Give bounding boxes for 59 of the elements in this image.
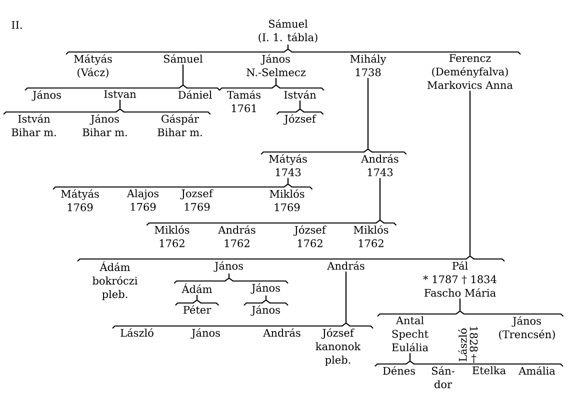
brace-connector [174,273,288,284]
person-label: János [250,283,280,294]
brace-connector [3,100,211,115]
brace-connector [377,298,564,317]
brace-connector [276,100,324,115]
person-label: József 1762 [293,225,326,248]
person-label: András 1743 [361,154,398,176]
person-label: András [263,328,300,337]
brace-connector [77,90,505,262]
person-label: István Bihar m. [12,114,56,136]
person-label: János [32,90,61,101]
person-label: Miklós 1769 [270,189,304,212]
person-label: Ádám bokróczi pleb. [92,261,138,300]
person-label: János (Trencsén) [499,316,555,340]
person-label: Sán- dor [432,366,454,388]
person-label: Mátyás (Vácz) [74,54,112,78]
brace-connector [146,178,397,226]
person-label: Miklós 1762 [154,225,190,248]
brace-connector [66,44,521,55]
person-label: Ádám [182,283,212,294]
person-label: Jozsef 1769 [180,189,214,211]
brace-connector [260,78,407,155]
person-label: Sámuel (I. 1. tábla) [258,19,318,43]
brace-connector [219,78,324,91]
person-label: Ferencz (Deményfalva) Markovics Anna [428,54,513,90]
person-label: Mihály 1738 [350,54,386,76]
person-label: János [250,305,280,316]
person-label: Miklós 1762 [354,225,388,248]
brace-connector [112,271,374,329]
person-label: Etelka [472,366,506,374]
person-label: Istvan [104,90,136,98]
person-label: Gáspár Bihar m. [158,114,202,136]
person-label: József [283,114,316,125]
brace-connector [374,352,564,367]
brace-connector [175,294,219,306]
brace-connector [52,178,313,190]
person-label: Péter [183,305,212,314]
person-label: Dénes [383,366,415,375]
person-label: Antal Specht Eulália [392,316,428,352]
person-label: András 1762 [218,225,256,248]
person-label: József kanonok pleb. [316,328,361,366]
person-label: Sámuel [164,54,203,63]
brace-connector [24,64,220,91]
person-label: Mátyás 1769 [61,189,99,212]
person-label: Dániel [178,90,212,99]
person-label: János Bihar m. [82,114,127,136]
person-label: János [214,261,243,272]
person-label: András [327,261,364,270]
person-label: István [284,90,316,99]
table-number: II. [12,21,22,29]
person-label: Tamás 1761 [227,90,260,112]
person-label: János N.-Selmecz [246,54,306,76]
person-label: Pál * 1787 † 1834 Fascho Mária [423,261,496,297]
person-label: Amália [518,366,556,375]
brace-connector [244,295,288,306]
person-label: Alajos 1769 [126,189,159,211]
person-label: Mátyás 1743 [269,154,307,176]
person-label: László [120,328,154,337]
person-label: János [190,328,220,339]
